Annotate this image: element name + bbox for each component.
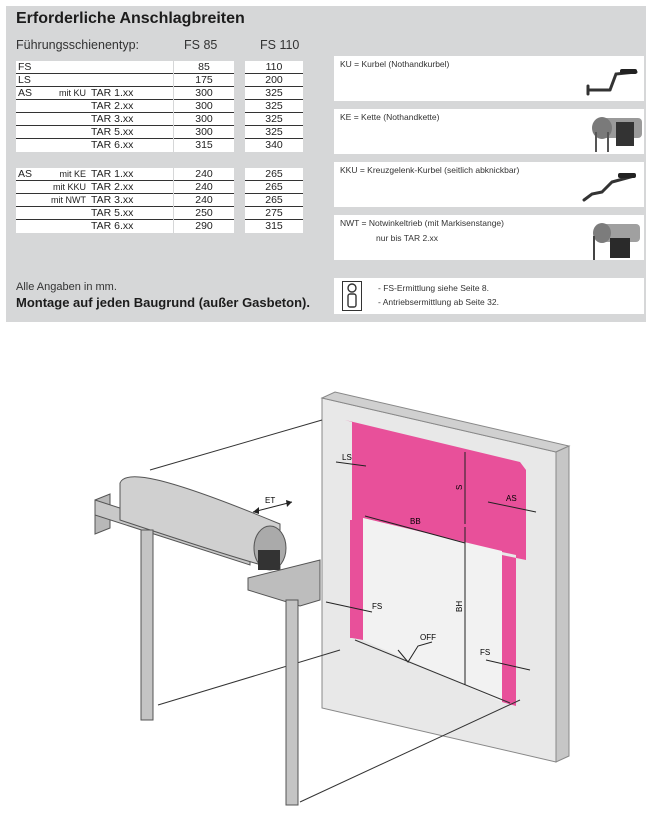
label-s: S <box>455 485 464 490</box>
row-tar: TAR 2.xx <box>91 100 134 112</box>
row-tar: TAR 6.xx <box>91 220 134 232</box>
opening-void <box>363 518 502 702</box>
cell-fs85: 240 <box>174 180 234 194</box>
table-row: TAR 5.xx 250 275 <box>16 206 303 220</box>
cell-fs85: 290 <box>174 219 234 233</box>
label-fs-right: FS <box>480 648 490 657</box>
drive-text: KU = Kurbel (Nothandkurbel) <box>340 59 450 69</box>
row-drive: mit NWT <box>51 195 86 205</box>
cell-fs85: 240 <box>174 193 234 207</box>
chain-drive-icon <box>592 117 642 152</box>
rail-type-label: Führungsschienentyp: <box>16 38 139 52</box>
side-bracket <box>247 559 321 607</box>
table-row: TAR 6.xx 315 340 <box>16 138 303 152</box>
drive-box-ke: KE = Kette (Nothandkette) <box>334 109 644 154</box>
left-post <box>140 529 154 721</box>
mounting-note: Montage auf jeden Baugrund (außer Gasbet… <box>16 295 310 310</box>
cell-fs110: 275 <box>245 206 303 220</box>
drive-subtext: nur bis TAR 2.xx <box>376 233 439 243</box>
row-tar: TAR 3.xx <box>91 194 134 206</box>
table-row: AS mit KU TAR 1.xx 300 325 <box>16 86 303 100</box>
cell-fs110: 325 <box>245 112 303 126</box>
row-label: FS <box>18 61 32 73</box>
row-drive: mit KE <box>59 169 86 179</box>
table-row: TAR 3.xx 300 325 <box>16 112 303 126</box>
drive-box-kku: KKU = Kreuzgelenk-Kurbel (seitlich abkni… <box>334 162 644 207</box>
col-header-fs85: FS 85 <box>184 38 218 52</box>
cell-fs85: 85 <box>174 61 234 74</box>
row-tar: TAR 2.xx <box>91 181 134 193</box>
row-label: LS <box>18 74 31 86</box>
table-row: TAR 5.xx 300 325 <box>16 125 303 139</box>
motor-block <box>258 550 280 570</box>
info-person-icon <box>342 281 362 311</box>
cell-fs110: 325 <box>245 86 303 100</box>
wall-side <box>555 445 570 763</box>
label-fs-left: FS <box>372 602 382 611</box>
units-note: Alle Angaben in mm. <box>16 281 117 293</box>
cell-fs85: 300 <box>174 99 234 113</box>
drive-text: KKU = Kreuzgelenk-Kurbel (seitlich abkni… <box>340 165 520 175</box>
table-row: FS 85 110 <box>16 61 303 74</box>
row-label: AS <box>18 87 33 99</box>
cell-fs85: 175 <box>174 73 234 87</box>
row-tar: TAR 1.xx <box>91 168 134 180</box>
label-ls: LS <box>342 453 352 462</box>
col-header-fs110: FS 110 <box>260 38 300 52</box>
panel-title: Erforderliche Anschlagbreiten <box>16 10 245 27</box>
row-label: AS <box>18 168 33 180</box>
label-et: ET <box>265 496 275 505</box>
drive-box-nwt: NWT = Notwinkeltrieb (mit Markisenstange… <box>334 215 644 260</box>
label-as: AS <box>506 494 517 503</box>
row-tar: TAR 6.xx <box>91 139 134 151</box>
cell-fs110: 265 <box>245 168 303 181</box>
cell-fs110: 110 <box>245 61 303 74</box>
drive-text: KE = Kette (Nothandkette) <box>340 112 440 122</box>
info-box: - FS-Ermittlung siehe Seite 8. - Antrieb… <box>334 278 644 314</box>
row-drive: mit KU <box>59 88 86 98</box>
cell-fs110: 325 <box>245 99 303 113</box>
table-row: LS 175 200 <box>16 73 303 87</box>
cell-fs110: 325 <box>245 125 303 139</box>
label-bb: BB <box>410 517 421 526</box>
opening-lintel <box>345 420 526 706</box>
table-row: AS mit KE TAR 1.xx 240 265 <box>16 168 303 181</box>
installation-diagram: ET LS S AS BB BH FS FS OFF <box>94 391 571 806</box>
label-bh: BH <box>455 601 464 612</box>
cell-fs110: 340 <box>245 138 303 152</box>
row-tar: TAR 5.xx <box>91 126 134 138</box>
info-line: - Antriebsermittlung ab Seite 32. <box>378 297 499 307</box>
drive-text: NWT = Notwinkeltrieb (mit Markisenstange… <box>340 218 504 228</box>
cell-fs110: 315 <box>245 219 303 233</box>
dimension-panel: Erforderliche Anschlagbreiten Führungssc… <box>6 6 646 322</box>
opening-left-jamb <box>350 520 360 638</box>
info-line: - FS-Ermittlung siehe Seite 8. <box>378 283 490 293</box>
drive-box-ku: KU = Kurbel (Nothandkurbel) <box>334 56 644 101</box>
cell-fs85: 240 <box>174 168 234 181</box>
cell-fs85: 315 <box>174 138 234 152</box>
table-row: mit NWT TAR 3.xx 240 265 <box>16 193 303 207</box>
cell-fs110: 200 <box>245 73 303 87</box>
angle-gear-icon <box>593 223 640 260</box>
row-tar: TAR 1.xx <box>91 87 134 99</box>
label-off: OFF <box>420 633 436 642</box>
cell-fs85: 300 <box>174 125 234 139</box>
row-tar: TAR 5.xx <box>91 207 134 219</box>
cell-fs110: 265 <box>245 180 303 194</box>
table-row: mit KKU TAR 2.xx 240 265 <box>16 180 303 194</box>
cardan-crank-icon <box>582 173 636 202</box>
cell-fs110: 265 <box>245 193 303 207</box>
cell-fs85: 300 <box>174 112 234 126</box>
cell-fs85: 300 <box>174 86 234 100</box>
row-drive: mit KKU <box>52 182 86 192</box>
table-row: TAR 2.xx 300 325 <box>16 99 303 113</box>
right-post <box>285 599 299 806</box>
table-row: TAR 6.xx 290 315 <box>16 219 303 233</box>
crank-icon <box>586 69 638 96</box>
row-tar: TAR 3.xx <box>91 113 134 125</box>
cell-fs85: 250 <box>174 206 234 220</box>
